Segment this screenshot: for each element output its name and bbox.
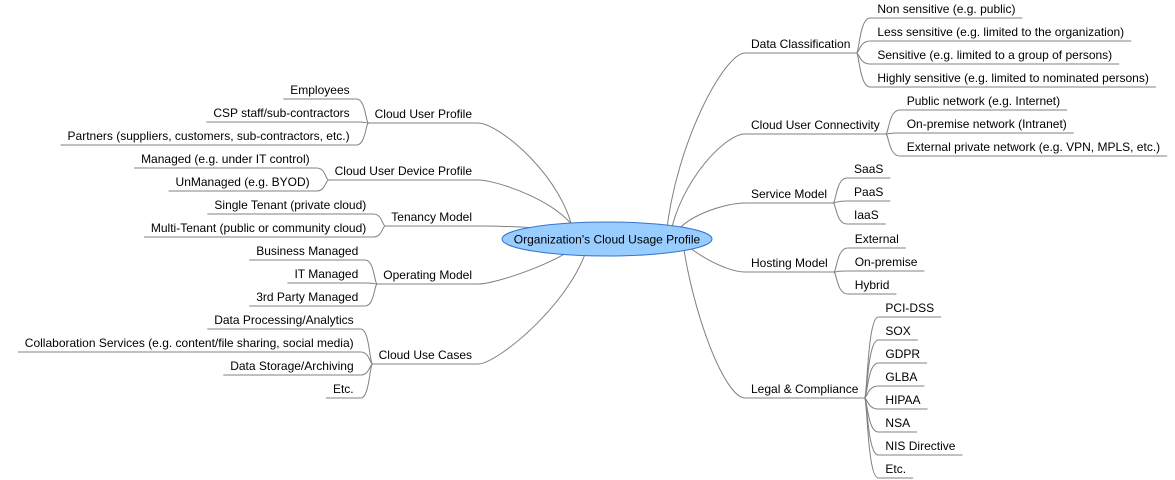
leaf-connector	[864, 385, 879, 399]
leaf-iaas[interactable]: IaaS	[854, 208, 879, 222]
leaf-etc[interactable]: Etc.	[885, 462, 906, 476]
leaf-connector	[885, 132, 900, 135]
leaf-connector	[373, 225, 386, 238]
center-node[interactable]: Organization's Cloud Usage Profile	[501, 221, 713, 257]
branch-connector	[477, 235, 591, 365]
branch-hosting-model[interactable]: Hosting Model	[751, 256, 828, 270]
leaf-connector	[863, 362, 879, 399]
leaf-non-sensitive-e-g-public[interactable]: Non sensitive (e.g. public)	[877, 2, 1015, 16]
leaf-connector	[833, 247, 848, 273]
center-node-shape	[501, 221, 713, 257]
leaf-it-managed[interactable]: IT Managed	[294, 267, 358, 281]
branch-connector	[669, 133, 746, 237]
leaf-connector	[833, 270, 848, 273]
leaf-public-network-e-g-internet[interactable]: Public network (e.g. Internet)	[907, 94, 1060, 108]
leaf-nis-directive[interactable]: NIS Directive	[885, 439, 955, 453]
leaf-connector	[863, 397, 879, 479]
leaf-glba[interactable]: GLBA	[885, 370, 917, 384]
leaf-connector	[356, 98, 370, 124]
leaf-connector	[316, 179, 329, 192]
branch-cloud-use-cases[interactable]: Cloud Use Cases	[379, 348, 472, 362]
connector-lines	[17, 17, 1168, 479]
leaf-connector	[832, 200, 848, 204]
leaf-connector	[316, 167, 329, 181]
leaf-connector	[856, 40, 871, 54]
leaf-paas[interactable]: PaaS	[854, 185, 883, 199]
center-node-label: Organization's Cloud Usage Profile	[514, 233, 701, 247]
leaf-connector	[855, 52, 871, 88]
leaf-single-tenant-private-cloud[interactable]: Single Tenant (private cloud)	[214, 198, 366, 212]
leaf-external-private-network-e-g-vpn-mpls-etc[interactable]: External private network (e.g. VPN, MPLS…	[907, 140, 1160, 154]
leaf-on-premise[interactable]: On-premise	[855, 255, 918, 269]
branch-cloud-user-profile[interactable]: Cloud User Profile	[375, 107, 473, 121]
leaf-pci-dss[interactable]: PCI-DSS	[885, 301, 934, 315]
branch-connector	[665, 52, 746, 237]
leaf-multi-tenant-public-or-community-cloud[interactable]: Multi-Tenant (public or community cloud)	[151, 221, 366, 235]
branch-legal-compliance[interactable]: Legal & Compliance	[751, 382, 859, 396]
leaf-3rd-party-managed[interactable]: 3rd Party Managed	[256, 290, 358, 304]
branch-service-model[interactable]: Service Model	[751, 187, 827, 201]
leaf-external[interactable]: External	[855, 232, 899, 246]
branch-connector	[477, 122, 575, 237]
leaf-connector	[833, 271, 848, 295]
leaf-employees[interactable]: Employees	[290, 83, 349, 97]
leaf-nsa[interactable]: NSA	[885, 416, 910, 430]
branch-data-classification[interactable]: Data Classification	[751, 37, 850, 51]
leaf-data-storage-archiving[interactable]: Data Storage/Archiving	[230, 359, 353, 373]
leaf-connector	[855, 17, 871, 54]
leaf-hybrid[interactable]: Hybrid	[855, 278, 890, 292]
branch-cloud-user-connectivity[interactable]: Cloud User Connectivity	[751, 118, 880, 132]
leaf-connector	[832, 202, 848, 225]
leaf-connector	[360, 351, 373, 365]
leaf-collaboration-services-e-g-content-file-sharing-social-media[interactable]: Collaboration Services (e.g. content/fil…	[25, 336, 354, 350]
leaf-hipaa[interactable]: HIPAA	[885, 393, 920, 407]
branch-tenancy-model[interactable]: Tenancy Model	[391, 210, 472, 224]
branch-operating-model[interactable]: Operating Model	[383, 268, 472, 282]
leaf-sox[interactable]: SOX	[885, 324, 910, 338]
leaf-on-premise-network-intranet[interactable]: On-premise network (Intranet)	[907, 117, 1067, 131]
leaf-connector	[365, 259, 378, 285]
leaf-connector	[365, 283, 378, 307]
leaf-sensitive-e-g-limited-to-a-group-of-persons[interactable]: Sensitive (e.g. limited to a group of pe…	[877, 48, 1112, 62]
leaf-connector	[365, 282, 378, 285]
leaf-connector	[832, 177, 848, 204]
leaf-unmanaged-e-g-byod[interactable]: UnManaged (e.g. BYOD)	[176, 175, 310, 189]
leaf-less-sensitive-e-g-limited-to-the-organization[interactable]: Less sensitive (e.g. limited to the orga…	[877, 25, 1124, 39]
leaf-connector	[360, 363, 374, 399]
leaf-managed-e-g-under-it-control[interactable]: Managed (e.g. under IT control)	[141, 152, 310, 166]
leaf-connector	[373, 213, 386, 227]
leaf-partners-suppliers-customers-sub-contractors-etc[interactable]: Partners (suppliers, customers, sub-cont…	[68, 129, 350, 143]
leaf-csp-staff-sub-contractors[interactable]: CSP staff/sub-contractors	[213, 106, 349, 120]
leaf-etc[interactable]: Etc.	[333, 382, 354, 396]
leaf-connector	[360, 328, 374, 365]
leaf-saas[interactable]: SaaS	[854, 162, 883, 176]
leaf-connector	[356, 121, 369, 124]
leaf-data-processing-analytics[interactable]: Data Processing/Analytics	[214, 313, 353, 327]
branch-connector	[681, 235, 746, 399]
leaf-connector	[885, 109, 900, 135]
branch-cloud-user-device-profile[interactable]: Cloud User Device Profile	[335, 164, 473, 178]
leaf-connector	[885, 133, 900, 157]
leaf-highly-sensitive-e-g-limited-to-nominated-persons[interactable]: Highly sensitive (e.g. limited to nomina…	[877, 71, 1148, 85]
leaf-gdpr[interactable]: GDPR	[885, 347, 920, 361]
leaf-connector	[356, 122, 370, 146]
leaf-business-managed[interactable]: Business Managed	[256, 244, 358, 258]
